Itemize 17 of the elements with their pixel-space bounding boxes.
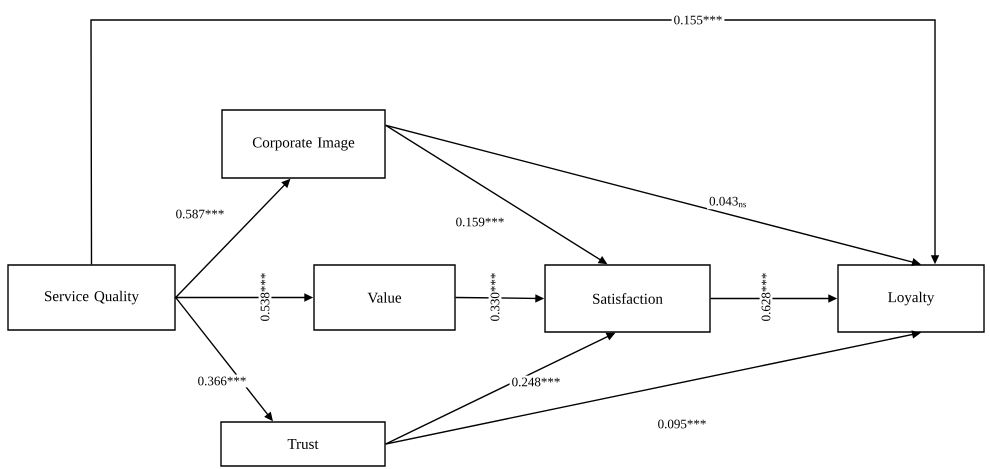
construct-box: Value (313, 264, 456, 331)
edge-label: 0.043$_{ns}$ (707, 194, 749, 210)
construct-box: Service Quality (7, 264, 176, 331)
edge-label: 0.366*** (196, 374, 248, 388)
arrow (90, 19, 940, 264)
edge-label: 0.248*** (510, 376, 562, 388)
edge-label: 0.587*** (174, 208, 226, 220)
construct-box: Corporate Image (221, 109, 386, 179)
edge-label: 0.538*** (258, 270, 272, 324)
construct-box: Satisfaction (544, 264, 711, 333)
edge-label: 0.159*** (454, 216, 506, 228)
construct-box: Trust (220, 421, 386, 467)
edge-label: 0.628*** (760, 270, 772, 324)
construct-box: Loyalty (837, 264, 985, 333)
edge-label: 0.330*** (488, 270, 502, 324)
edge-label: 0.095*** (656, 418, 708, 430)
edge-label: 0.155*** (672, 14, 724, 26)
